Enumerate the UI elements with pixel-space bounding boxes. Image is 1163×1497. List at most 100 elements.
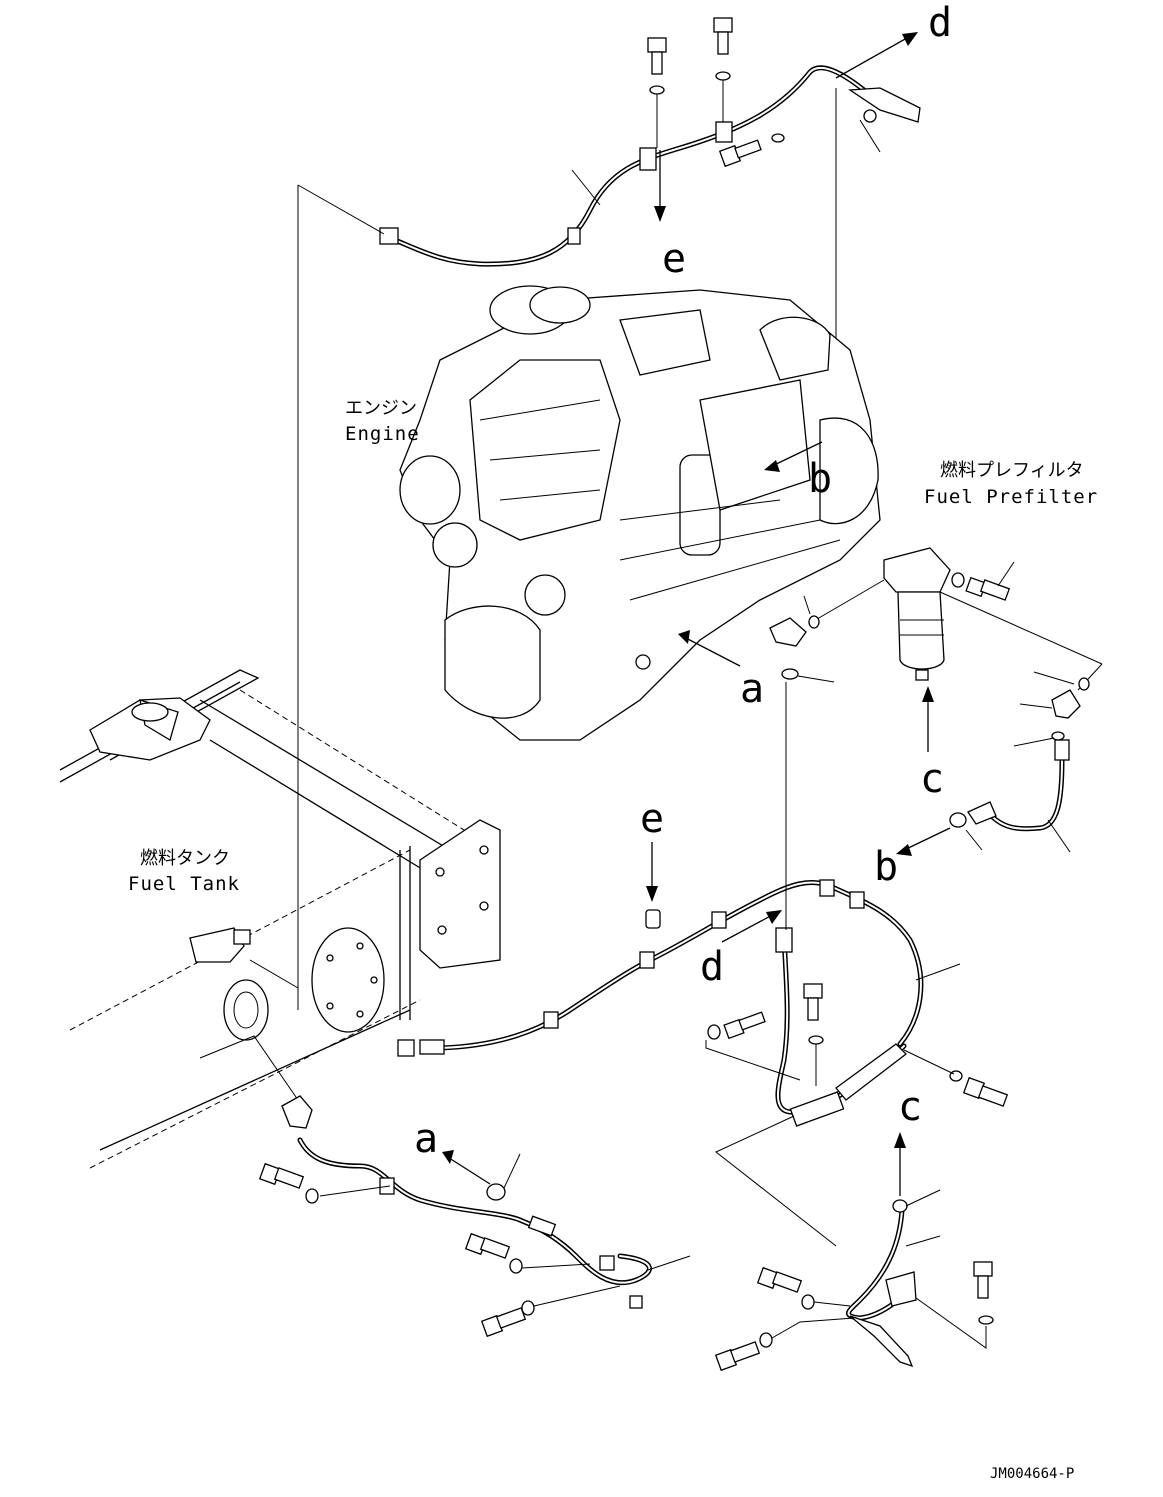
washer <box>863 109 877 123</box>
bolt <box>464 1232 511 1259</box>
label-engine-en: Engine <box>345 423 420 445</box>
hose-joint <box>527 1215 557 1237</box>
washer <box>715 71 731 81</box>
drawing-code: JM004664-P <box>990 1466 1074 1482</box>
ref-arrow-c-filter <box>922 686 934 752</box>
hose-clamp <box>849 891 865 909</box>
washer <box>486 1183 506 1201</box>
ref-label-a-engine: a <box>740 666 764 712</box>
label-tank-en: Fuel Tank <box>128 873 240 895</box>
bolt-group-bottom-right <box>714 1261 994 1372</box>
bolt <box>713 17 733 55</box>
washer <box>305 1188 319 1204</box>
bolt-group-bottom-left <box>258 1162 535 1338</box>
bolt <box>647 37 667 75</box>
banjo-fitting <box>967 801 997 825</box>
ref-arrow-d-mid <box>721 910 782 943</box>
ref-arrow-b-engine <box>764 441 823 472</box>
pipe-bracket <box>885 1271 917 1307</box>
bolt <box>723 1011 766 1040</box>
prefilter-head <box>883 547 951 593</box>
ref-label-c-filter: c <box>920 756 944 802</box>
ref-label-e-mid: e <box>640 796 664 842</box>
o-ring <box>1078 677 1090 691</box>
pulley <box>399 455 461 525</box>
spacer <box>645 909 661 929</box>
hose-end-fitting <box>775 927 793 953</box>
hose-clamp <box>819 879 835 897</box>
bolt <box>962 1076 1009 1107</box>
hose-clamp <box>599 1255 615 1271</box>
washer <box>949 812 967 828</box>
hose-clamp <box>639 951 655 969</box>
ref-label-b-hose: b <box>874 844 898 890</box>
washer <box>808 1035 824 1045</box>
label-prefilter-jp: 燃料プレフィルタ <box>940 460 1084 481</box>
tank-seal-ring <box>223 979 269 1041</box>
elbow-fitting <box>281 1095 313 1129</box>
ref-arrow-b-hose <box>896 827 951 856</box>
hose-protector <box>835 1043 907 1101</box>
bolt <box>714 1341 761 1372</box>
ref-arrow-a-engine <box>678 630 741 667</box>
bracket-top <box>848 87 921 123</box>
washer <box>771 133 785 143</box>
washer <box>759 1332 773 1348</box>
hose-clamp <box>639 147 657 171</box>
tank-valve-block <box>189 927 245 963</box>
label-tank-jp: 燃料タンク <box>140 848 230 869</box>
prefilter-bowl <box>897 591 945 670</box>
ref-label-a-bottom: a <box>414 1116 438 1162</box>
ref-arrow-e-top <box>654 150 666 222</box>
washer <box>951 572 965 588</box>
tank-mount-cap <box>131 702 169 722</box>
nut <box>892 1199 908 1213</box>
top-fuel-hose-assembly <box>379 65 921 267</box>
bolt-group-top <box>647 17 785 168</box>
ref-label-d-top: d <box>928 0 952 46</box>
hose-clamp <box>715 121 733 143</box>
bolt <box>258 1162 305 1189</box>
tank-bracket-plate <box>419 819 501 969</box>
washer <box>707 1024 721 1040</box>
ref-label-b-engine: b <box>808 456 832 502</box>
pulley <box>432 522 478 568</box>
bolt <box>965 576 1011 601</box>
elbow-fitting <box>1051 689 1081 719</box>
washer <box>521 1300 535 1316</box>
label-engine-jp: エンジン <box>345 398 417 419</box>
washer <box>509 1258 523 1274</box>
hose-end-fitting <box>379 227 399 245</box>
nut <box>629 1295 643 1309</box>
washer <box>801 1294 815 1310</box>
ref-label-c-bottom: c <box>898 1084 922 1130</box>
bottom-right-fuel-pipe <box>846 1199 917 1368</box>
bottom-left-fuel-hose <box>281 1095 652 1309</box>
ref-arrow-d-top <box>835 32 918 79</box>
hose-end-fitting <box>397 1039 415 1057</box>
ref-arrow-e-mid <box>646 842 658 902</box>
bolt-group-middle <box>707 983 1009 1107</box>
hose-clamp <box>567 227 581 245</box>
bolt <box>973 1261 993 1299</box>
elbow-fitting <box>769 615 820 647</box>
pipe-end <box>849 1315 914 1368</box>
bolt <box>480 1307 527 1338</box>
hose-clamp <box>543 1011 559 1029</box>
o-ring <box>781 668 799 680</box>
o-ring <box>1051 731 1065 741</box>
ref-label-d-mid: d <box>700 944 724 990</box>
middle-fuel-hose-assembly <box>397 879 924 1127</box>
bolt <box>718 139 762 168</box>
hose-clamp <box>711 911 727 929</box>
washer <box>649 85 665 95</box>
hose-end-fitting <box>1054 739 1070 761</box>
flywheel-housing <box>444 605 541 719</box>
bolt <box>803 983 823 1021</box>
ref-arrow-a-bottom <box>442 1150 491 1185</box>
clip-bracket <box>789 1091 845 1127</box>
hose-end-fitting <box>419 1039 445 1055</box>
o-ring <box>808 615 820 629</box>
fuel-tank-frame <box>59 669 501 1169</box>
